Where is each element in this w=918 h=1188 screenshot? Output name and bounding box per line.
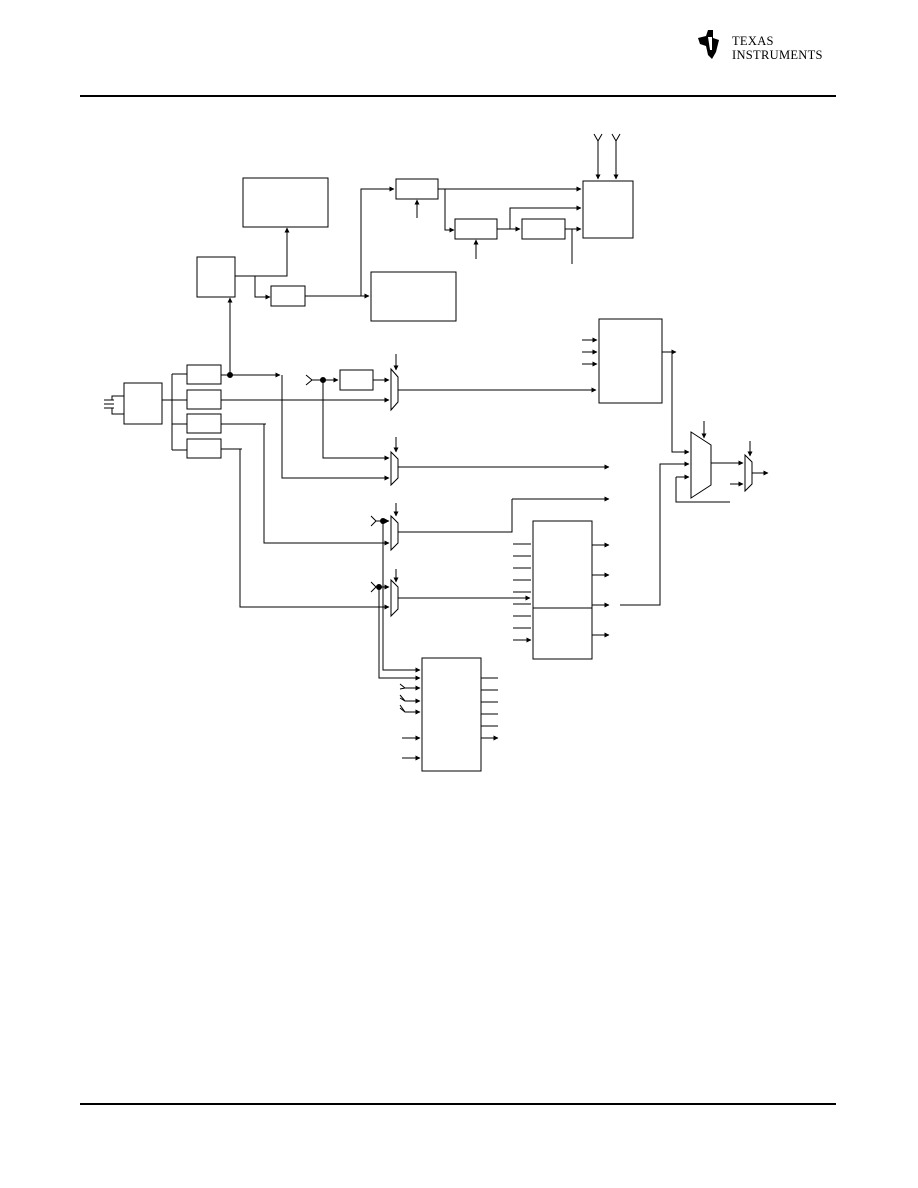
crystal-oscillator-icon bbox=[104, 395, 124, 415]
crossed-lines-top-2 bbox=[611, 133, 621, 143]
wire-rbb-to-mux bbox=[620, 461, 690, 606]
logo-line-2: INSTRUMENTS bbox=[732, 48, 823, 62]
divider-block-1 bbox=[186, 364, 222, 385]
crossed-lines-top-1 bbox=[593, 133, 603, 143]
mux-1 bbox=[390, 367, 399, 412]
header-rule bbox=[80, 95, 836, 97]
top-block-3 bbox=[521, 218, 566, 240]
oscillator-block bbox=[123, 382, 163, 425]
wire-input-3-down bbox=[382, 521, 421, 673]
wire-input-4-down bbox=[378, 587, 421, 681]
right-block-a bbox=[598, 318, 663, 404]
wire-rba-down bbox=[671, 352, 690, 455]
top-right-block bbox=[582, 180, 634, 239]
wire-top-2-branch bbox=[509, 205, 582, 229]
mux-5 bbox=[690, 431, 712, 499]
small-block-mid bbox=[270, 285, 306, 307]
mux-3 bbox=[390, 514, 399, 552]
wire-rbb-inputs bbox=[513, 543, 531, 640]
wire-pll-small bbox=[254, 276, 271, 300]
footer-rule bbox=[80, 1103, 836, 1105]
wire-bb-outs bbox=[481, 677, 498, 738]
wire-mux3-out bbox=[398, 499, 513, 533]
logo-line-1: TEXAS bbox=[732, 34, 774, 48]
divider-block-4 bbox=[186, 438, 222, 459]
crossed-inputs bbox=[399, 683, 406, 713]
top-block-1 bbox=[395, 178, 439, 200]
multiplexer-icon bbox=[390, 367, 399, 412]
wire-mux5-loop bbox=[675, 477, 730, 503]
wire-div3-out bbox=[221, 423, 389, 543]
wire-top-1-branch bbox=[444, 189, 455, 233]
wire-pll-up bbox=[235, 227, 290, 277]
small-block-mux1 bbox=[339, 369, 374, 391]
wire-bb-in-1 bbox=[399, 685, 421, 691]
wire-input-1-down bbox=[322, 380, 390, 461]
ti-state-logo-icon bbox=[698, 30, 719, 59]
wire-up-to-top bbox=[360, 186, 395, 296]
divider-block-2 bbox=[186, 389, 222, 410]
ti-logo: TEXAS INSTRUMENTS bbox=[698, 30, 823, 62]
mux-6 bbox=[744, 453, 753, 493]
large-block-mid bbox=[370, 271, 457, 322]
right-block-b bbox=[532, 520, 593, 660]
wire-div4-out bbox=[221, 448, 389, 607]
bottom-block bbox=[421, 657, 482, 772]
mux-4 bbox=[390, 578, 399, 618]
top-block-2 bbox=[454, 218, 498, 240]
divider-block-3 bbox=[186, 413, 222, 434]
osc-fanout-bus bbox=[162, 373, 187, 451]
mux-2 bbox=[390, 450, 399, 487]
large-block-top-left bbox=[242, 177, 329, 228]
pll-block bbox=[196, 256, 236, 298]
wire-div1-mux4 bbox=[281, 375, 390, 481]
